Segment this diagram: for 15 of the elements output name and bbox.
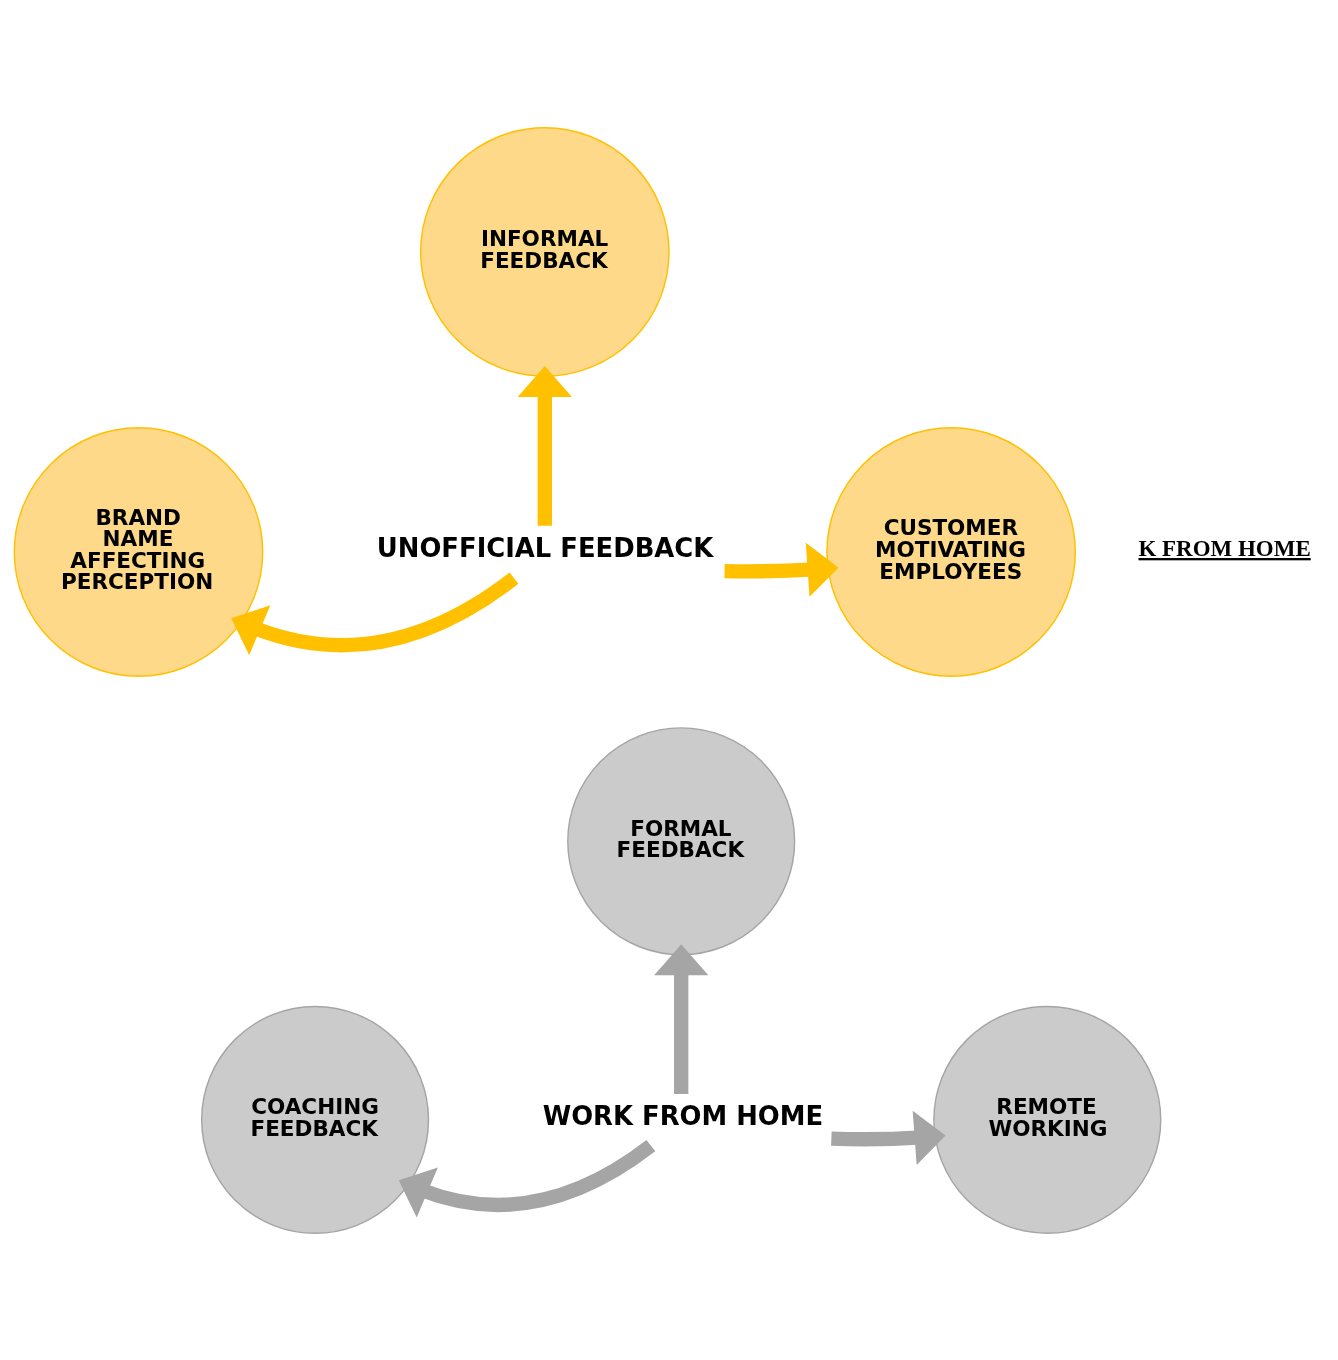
node-text: WORK FROM HOME [542,1100,824,1131]
label: K FROM HOME [1138,535,1311,561]
node-circle: INFORMAL FEEDBACK [419,126,670,377]
arrow [724,542,839,597]
node-circle: COACHING FEEDBACK [200,1005,430,1234]
arrow [654,943,709,1094]
arrow [517,365,572,526]
arrow [398,1139,656,1217]
node-text: UNOFFICIAL FEEDBACK [376,532,714,563]
arrow [831,1110,946,1165]
node-circle: FORMAL FEEDBACK [567,726,796,955]
node-circle: CUSTOMER MOTIVATING EMPLOYEES [826,426,1077,677]
node-circle: REMOTE WORKING [933,1005,1162,1234]
arrow [231,571,519,655]
node-circle: BRAND NAME AFFECTING PERCEPTION [13,426,264,677]
